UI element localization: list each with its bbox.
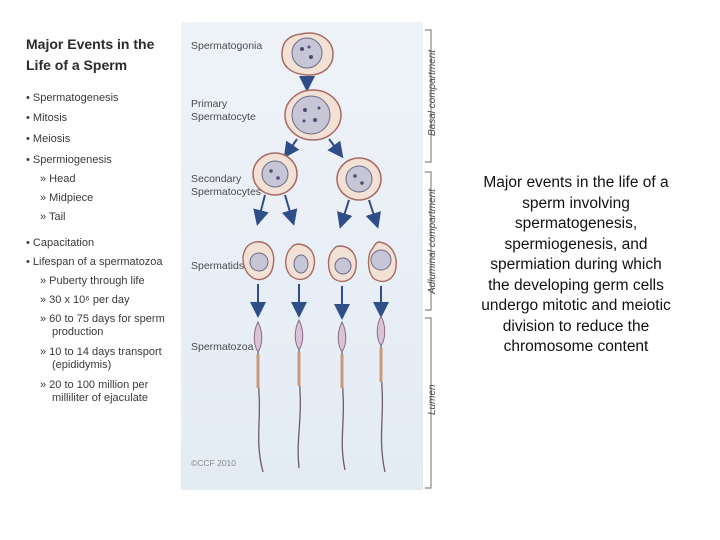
spermatid-cell — [327, 245, 357, 283]
caption-line: spermatogenesis, — [514, 215, 638, 232]
event-subitem: » 10 to 14 days transport — [40, 346, 162, 358]
label-spermatids: Spermatids — [191, 260, 245, 272]
caption-line: Major events in the life of a — [483, 174, 669, 191]
arrow — [327, 138, 344, 159]
event-subitem: » 30 x 10⁶ per day — [40, 294, 130, 306]
event-item: • Capacitation — [26, 237, 95, 249]
primary-spermatocyte-cell — [284, 89, 342, 141]
event-subitem-cont: production — [52, 326, 104, 338]
spermatogenesis-diagram: Spermatogonia Primary Spermatocyte Secon… — [181, 22, 423, 490]
spermatid-cell — [367, 241, 397, 283]
spermatid-cell — [242, 241, 275, 281]
arrow — [253, 194, 269, 226]
cell-lineage-drawing — [242, 32, 397, 473]
event-subitem: » Head — [40, 173, 76, 185]
event-item: • Mitosis — [26, 112, 68, 124]
event-item: • Spermatogenesis — [26, 92, 119, 104]
caption-line: spermiation during which — [490, 256, 662, 273]
label-secondary-2: Spermatocytes — [191, 186, 262, 198]
event-subitem-cont: (epididymis) — [52, 359, 112, 371]
figure-title-line-2: Life of a Sperm — [26, 57, 128, 73]
event-subitem: » Puberty through life — [40, 275, 145, 287]
label-primary-2: Spermatocyte — [191, 111, 256, 123]
caption-line: undergo mitotic and meiotic — [481, 297, 671, 314]
secondary-spermatocyte-cell — [252, 152, 298, 196]
spermatozoon — [294, 318, 304, 469]
label-primary-1: Primary — [191, 98, 228, 110]
arrow — [365, 199, 381, 229]
event-item: • Lifespan of a spermatozoa — [26, 256, 163, 268]
spermatozoon — [337, 320, 347, 471]
figure-title-line-1: Major Events in the — [26, 36, 155, 52]
arrow — [283, 138, 300, 159]
compartment-brackets — [425, 29, 432, 489]
event-subitem: » 60 to 75 days for sperm — [40, 313, 165, 325]
event-subitem: » Midpiece — [40, 192, 94, 204]
spermatid-cell — [285, 243, 316, 281]
arrow — [337, 199, 353, 229]
event-subitem: » Tail — [40, 211, 66, 223]
caption-line: sperm involving — [522, 194, 630, 212]
secondary-spermatocyte-cell — [336, 157, 382, 201]
event-item: • Spermiogenesis — [26, 154, 112, 166]
caption-line: chromosome content — [503, 338, 649, 355]
label-basal-compartment: Basal compartment — [427, 49, 438, 136]
sperm-life-figure: Major Events in the Life of a Sperm • Sp… — [18, 22, 445, 492]
label-spermatozoa: Spermatozoa — [191, 341, 254, 353]
event-subitem: » 20 to 100 million per — [40, 379, 149, 391]
spermatozoon — [253, 320, 264, 473]
event-subitem-cont: milliliter of ejaculate — [52, 392, 148, 404]
copyright-text: ©CCF 2010 — [191, 458, 237, 468]
spermatogonium-cell — [281, 32, 334, 76]
caption-line: the developing germ cells — [488, 276, 664, 294]
spermatozoon — [376, 314, 386, 473]
caption: Major events in the life of a sperm invo… — [455, 173, 697, 358]
events-panel: Major Events in the Life of a Sperm • Sp… — [18, 22, 181, 492]
caption-line: spermiogenesis, and — [504, 235, 648, 253]
event-item: • Meiosis — [26, 133, 71, 145]
caption-line: division to reduce the — [502, 317, 650, 335]
label-adluminal-compartment: Adluminal compartment — [427, 188, 438, 294]
label-secondary-1: Secondary — [191, 173, 242, 185]
label-spermatogonia: Spermatogonia — [191, 40, 263, 52]
arrow — [281, 194, 298, 226]
label-lumen: Lumen — [427, 384, 438, 415]
